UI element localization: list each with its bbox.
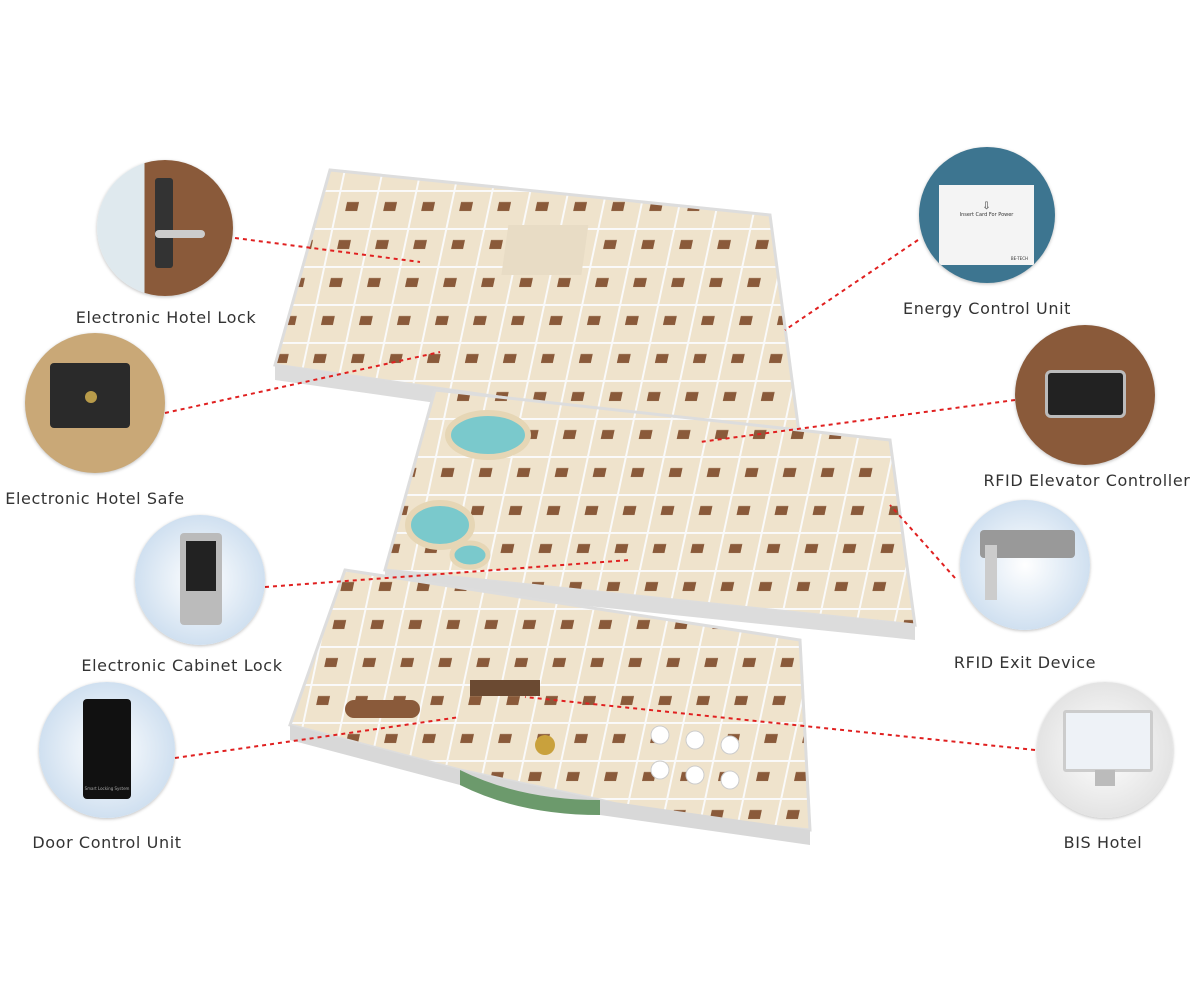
label-electronic-cabinet-lock: Electronic Cabinet Lock — [81, 656, 283, 675]
rfid-exit-device-image — [960, 500, 1090, 630]
energy-switch-icon: ⇩ Insert Card For Power BE-TECH — [939, 185, 1034, 265]
connector-lines — [164, 237, 1036, 759]
card-reader-icon: Smart Locking System — [83, 699, 131, 799]
label-door-control-unit: Door Control Unit — [32, 833, 182, 852]
label-rfid-exit-device: RFID Exit Device — [953, 653, 1097, 672]
computer-monitor-icon — [1063, 710, 1153, 772]
door-control-unit-image: Smart Locking System — [39, 682, 175, 818]
label-electronic-hotel-lock: Electronic Hotel Lock — [75, 308, 257, 327]
middle-floor — [383, 388, 917, 640]
keypad-lock-icon — [180, 533, 222, 625]
label-rfid-elevator-controller: RFID Elevator Controller — [983, 471, 1191, 490]
label-electronic-hotel-safe: Electronic Hotel Safe — [5, 489, 185, 508]
ground-floor — [288, 568, 812, 845]
electronic-hotel-safe-image — [25, 333, 165, 473]
electronic-hotel-lock-image — [97, 160, 233, 296]
rfid-elevator-controller-image — [1015, 325, 1155, 465]
electronic-cabinet-lock-image — [135, 515, 265, 645]
energy-control-unit-image: ⇩ Insert Card For Power BE-TECH — [919, 147, 1055, 283]
label-bis-hotel: BIS Hotel — [1063, 833, 1143, 852]
label-energy-control-unit: Energy Control Unit — [903, 299, 1071, 318]
bis-hotel-image — [1037, 682, 1173, 818]
elevator-reader-icon — [1045, 370, 1126, 418]
door-lock-icon — [155, 178, 173, 268]
